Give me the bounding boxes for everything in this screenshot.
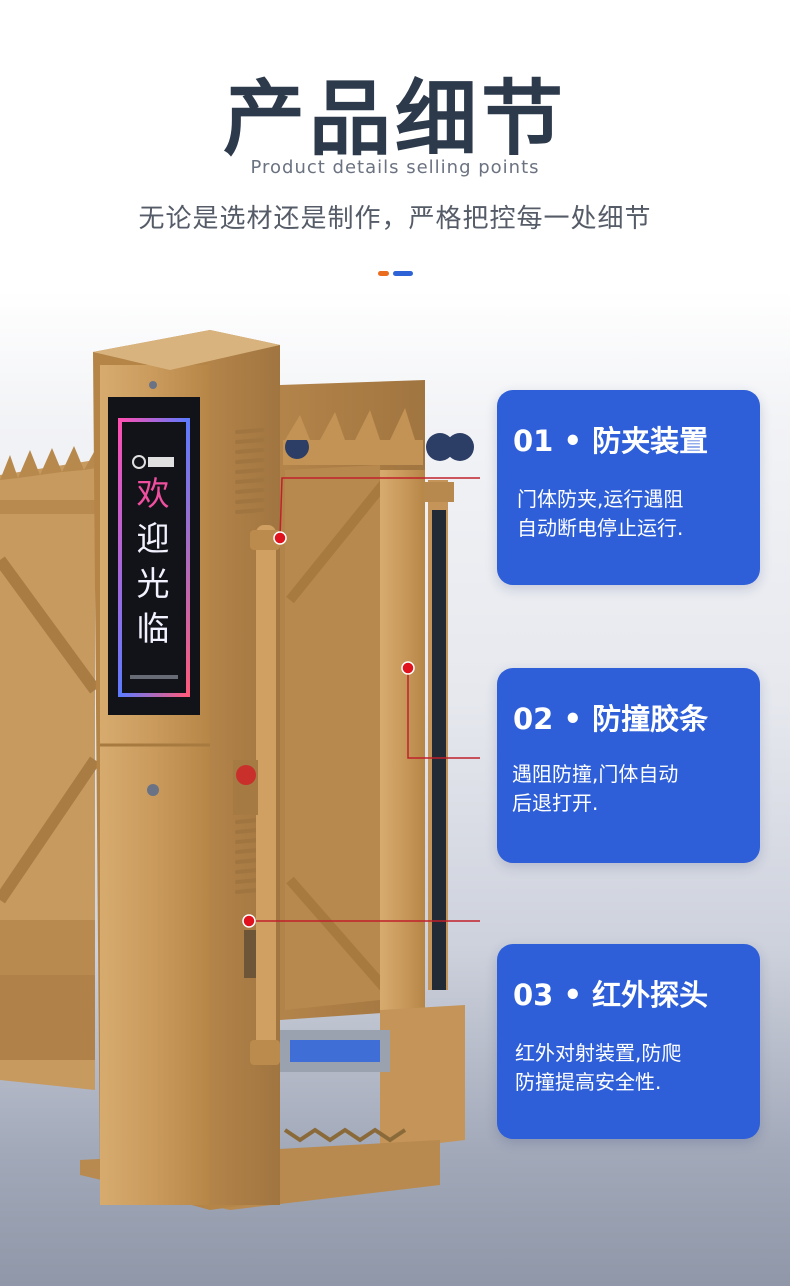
marker-dot-3 [242, 914, 256, 928]
accent-dash-blue [393, 271, 413, 276]
accent-dash-orange [378, 271, 389, 276]
callout-description: 门体防夹,运行遇阻 自动断电停止运行. [517, 485, 747, 543]
callout-title: 02 • 防撞胶条 [513, 702, 709, 736]
leader-line-2 [407, 668, 480, 759]
callout-anti-collision-strip: 02 • 防撞胶条 遇阻防撞,门体自动 后退打开. [497, 668, 760, 863]
callout-desc-line: 门体防夹,运行遇阻 [517, 487, 684, 511]
callout-desc-line: 防撞提高安全性. [515, 1070, 662, 1094]
callout-description: 遇阻防撞,门体自动 后退打开. [512, 760, 742, 818]
anti-collision-strip [432, 510, 446, 990]
callout-anti-pinch: 01 • 防夹装置 门体防夹,运行遇阻 自动断电停止运行. [497, 390, 760, 585]
page-tagline: 无论是选材还是制作，严格把控每一处细节 [138, 204, 652, 234]
callout-desc-line: 自动断电停止运行. [517, 516, 684, 540]
leader-line-3 [249, 920, 480, 922]
screen-line-3: 光 [137, 564, 170, 603]
leader-line-1 [279, 477, 480, 539]
callout-title: 01 • 防夹装置 [513, 424, 709, 458]
callout-desc-line: 后退打开. [512, 791, 599, 815]
callout-description: 红外对射装置,防爬 防撞提高安全性. [515, 1039, 745, 1097]
brand-logo-icon [132, 455, 174, 469]
gate-spikes [0, 446, 96, 480]
leader-lines [249, 477, 480, 922]
motor-rail [290, 1040, 380, 1062]
screen-line-4: 临 [137, 609, 170, 648]
screen-line-2: 迎 [137, 519, 170, 558]
page-title: 产品细节 [222, 72, 567, 167]
emergency-stop-icon [236, 765, 256, 785]
page-subtitle: Product details selling points [250, 157, 540, 178]
callout-desc-line: 红外对射装置,防爬 [515, 1041, 682, 1065]
screen-line-1: 欢 [137, 474, 170, 513]
callout-title: 03 • 红外探头 [513, 978, 709, 1012]
callout-desc-line: 遇阻防撞,门体自动 [512, 762, 679, 786]
marker-dot-2 [401, 661, 415, 675]
callout-infrared-probe: 03 • 红外探头 红外对射装置,防爬 防撞提高安全性. [497, 944, 760, 1139]
led-screen [108, 397, 200, 715]
marker-dot-1 [273, 531, 287, 545]
gate-machine-illustration: 欢 迎 光 临 [0, 330, 480, 1210]
handle-bar [256, 525, 276, 1065]
roller-assembly [283, 433, 474, 465]
vent-slots [235, 428, 264, 894]
